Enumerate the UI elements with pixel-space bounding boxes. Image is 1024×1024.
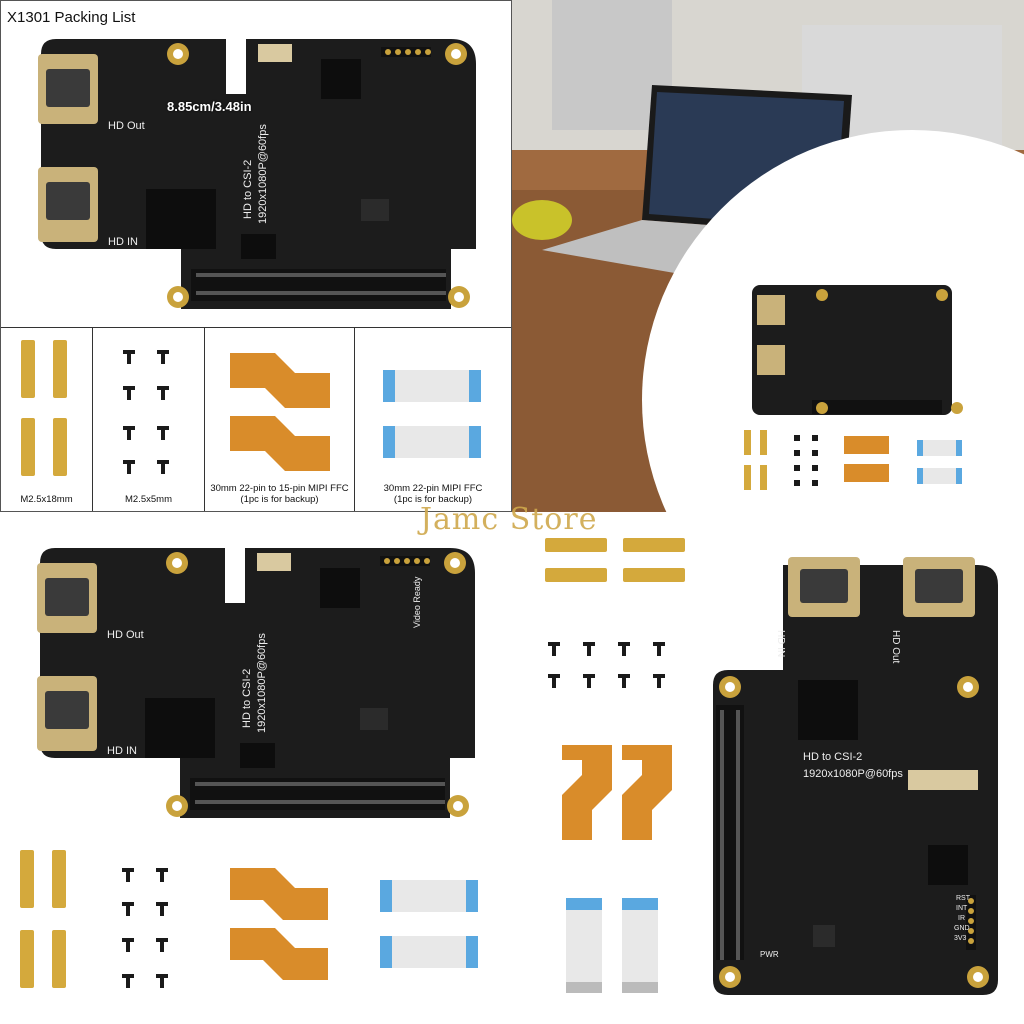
board-image-rotated: HD to CSI-2 1920x1080P@60fps PWR HD IN H… xyxy=(708,555,1008,1000)
store-watermark: Jamc Store xyxy=(420,502,598,537)
screw-image xyxy=(123,350,169,474)
hd-out-label-rotated: HD Out xyxy=(890,630,901,664)
desk-photo xyxy=(512,0,1024,512)
standoff-image xyxy=(21,340,67,476)
ffc-22pin-image xyxy=(383,370,481,458)
accessories-bottom xyxy=(0,840,512,1020)
board-image-bottom: HD Out HD IN HD to CSI-2 1920x1080P@60fp… xyxy=(35,548,475,830)
standoff-cell: M2.5x18mm xyxy=(1,328,93,511)
pin-rst: RST xyxy=(956,895,971,902)
pin-ir: IR xyxy=(958,915,965,922)
video-ready-label: Video Ready xyxy=(412,576,422,628)
ffc-22pin-cell: 30mm 22-pin MIPI FFC (1pc is for backup) xyxy=(355,328,511,511)
ffc-15pin-image xyxy=(230,353,330,471)
pin-gnd: GND xyxy=(954,925,970,932)
pin-3v3: 3V3 xyxy=(954,935,967,942)
chip-sub-rotated: 1920x1080P@60fps xyxy=(803,768,903,780)
dimension-label: 8.85cm/3.48in xyxy=(167,99,252,114)
ffc-15pin-caption: 30mm 22-pin to 15-pin MIPI FFC (1pc is f… xyxy=(210,483,349,505)
screw-cell: M2.5x5mm xyxy=(93,328,205,511)
chip-title-top: HD to CSI-2 xyxy=(242,160,254,219)
hd-in-label-top: HD IN xyxy=(108,236,138,248)
ffc-15pin-cell: 30mm 22-pin to 15-pin MIPI FFC (1pc is f… xyxy=(205,328,355,511)
chip-sub-top: 1920x1080P@60fps xyxy=(257,124,269,224)
hd-out-label-bottom: HD Out xyxy=(107,629,144,641)
chip-sub-bottom: 1920x1080P@60fps xyxy=(256,633,268,733)
ffc-22pin-caption: 30mm 22-pin MIPI FFC (1pc is for backup) xyxy=(383,483,483,505)
pwr-label: PWR xyxy=(760,950,779,959)
standoff-caption: M2.5x18mm xyxy=(20,493,73,505)
packing-list-title: X1301 Packing List xyxy=(7,9,136,26)
accessories-vertical xyxy=(530,530,710,1010)
hd-out-label-top: HD Out xyxy=(108,120,145,132)
hd-in-label-bottom: HD IN xyxy=(107,745,137,757)
chip-title-rotated: HD to CSI-2 xyxy=(803,751,862,763)
pin-int: INT xyxy=(956,905,968,912)
chip-title-bottom: HD to CSI-2 xyxy=(241,669,253,728)
board-image-top: HD Out HD IN HD to CSI-2 1920x1080P@60fp… xyxy=(36,39,476,319)
screw-caption: M2.5x5mm xyxy=(125,493,172,505)
divider xyxy=(1,327,511,328)
hd-in-label-rotated: HD IN xyxy=(775,630,786,657)
packing-list-panel: X1301 Packing List xyxy=(0,0,512,512)
